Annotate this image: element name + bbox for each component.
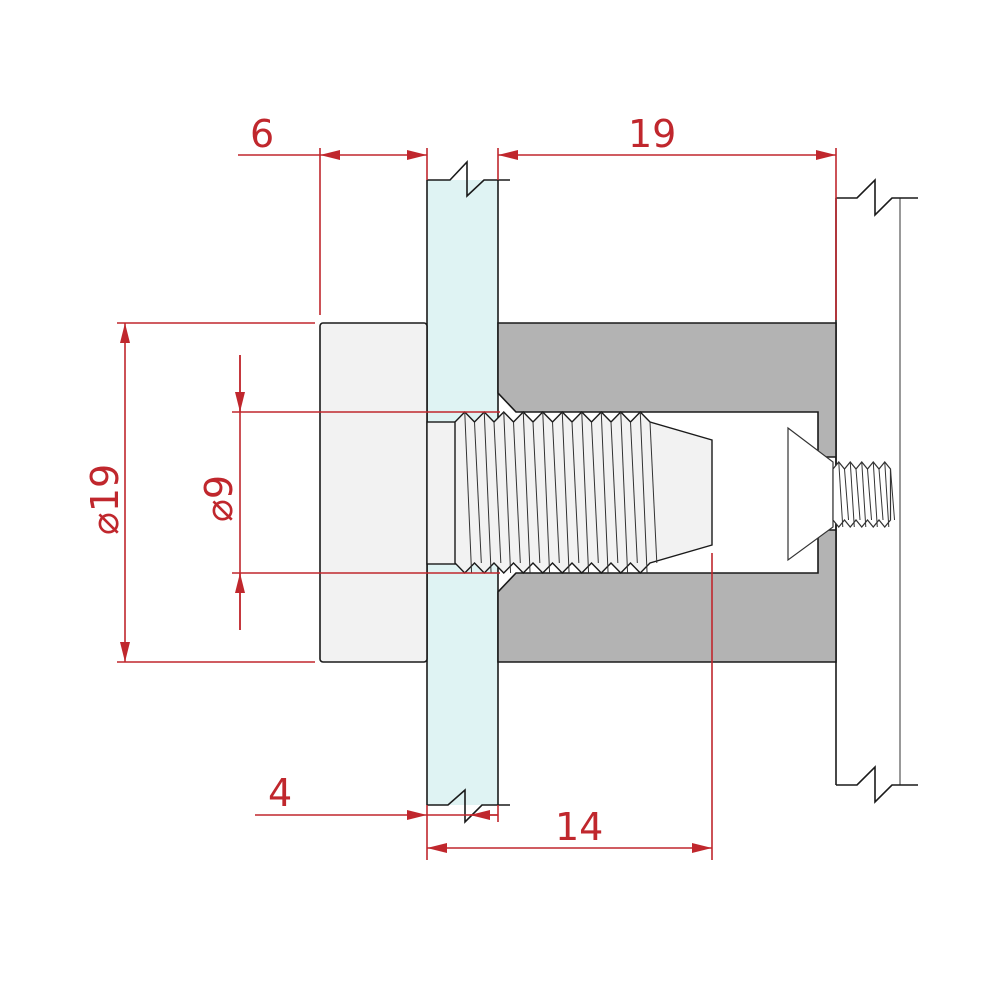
wall-break-top	[836, 178, 918, 217]
cap-head	[319, 322, 428, 663]
dim-label-19: 19	[628, 112, 676, 156]
dim-label-14: 14	[555, 805, 603, 849]
threaded-bolt	[426, 410, 713, 575]
break-line-bottom	[427, 788, 510, 824]
break-line-top	[427, 159, 510, 198]
dim-label-d9: ⌀9	[197, 475, 241, 522]
wall-break-bottom	[836, 765, 918, 804]
dim-label-6: 6	[250, 112, 274, 156]
dim-bolt-diameter: ⌀9	[197, 355, 500, 630]
dim-thread-length: 14	[427, 553, 713, 860]
countersunk-screw	[787, 426, 896, 562]
dim-label-d19: ⌀19	[83, 464, 127, 535]
dim-spacer-length: 19	[497, 112, 837, 320]
dim-head-thickness: 6	[238, 112, 428, 315]
dim-label-4: 4	[268, 771, 292, 815]
dim-head-diameter: ⌀19	[83, 322, 315, 663]
